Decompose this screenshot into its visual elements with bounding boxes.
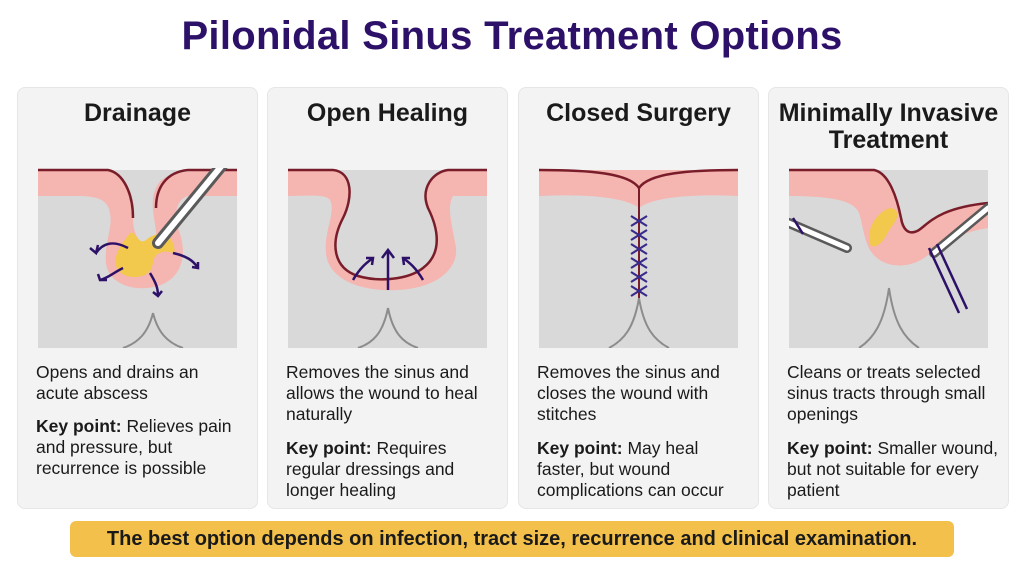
card-title: Minimally Invasive Treatment — [778, 99, 999, 154]
page-title: Pilonidal Sinus Treatment Options — [181, 14, 843, 58]
card-title: Drainage — [84, 99, 191, 127]
key-point-text: May heal faster, but wound complications… — [537, 438, 724, 500]
minimally-invasive-illustration — [789, 168, 988, 348]
card-drainage: Drainage Opens and drains an acute absce… — [17, 87, 258, 509]
card-description: Cleans or treats selected sinus tracts t… — [787, 362, 986, 424]
key-point-label: Key point: — [36, 416, 122, 436]
key-point-text: Smaller wound, but not suitable for ever… — [787, 438, 999, 500]
key-point-text: Requires regular dressings and longer he… — [286, 438, 455, 500]
drainage-illustration — [38, 168, 237, 348]
card-key-point: Key point: Smaller wound, but not suitab… — [787, 438, 999, 501]
key-point-label: Key point: — [286, 438, 372, 458]
card-minimally-invasive: Minimally Invasive Treatment Cleans or t… — [768, 87, 1009, 509]
card-key-point: Key point: May heal faster, but wound co… — [537, 438, 749, 501]
card-open-healing: Open Healing Removes the sinus and allow… — [267, 87, 508, 509]
card-key-point: Key point: Requires regular dressings an… — [286, 438, 498, 501]
key-point-label: Key point: — [537, 438, 623, 458]
card-title: Closed Surgery — [546, 99, 731, 127]
card-description: Removes the sinus and closes the wound w… — [537, 362, 720, 424]
footer-banner: The best option depends on infection, tr… — [70, 521, 954, 557]
card-description: Opens and drains an acute abscess — [36, 362, 199, 403]
open-healing-illustration — [288, 168, 487, 348]
key-point-text: Relieves pain and pressure, but recurren… — [36, 416, 232, 478]
card-description: Removes the sinus and allows the wound t… — [286, 362, 478, 424]
key-point-label: Key point: — [787, 438, 873, 458]
card-key-point: Key point: Relieves pain and pressure, b… — [36, 416, 248, 479]
card-closed-surgery: Closed Surgery Removes the sinus and clo… — [518, 87, 759, 509]
card-title: Open Healing — [306, 99, 469, 127]
closed-surgery-illustration — [539, 168, 738, 348]
